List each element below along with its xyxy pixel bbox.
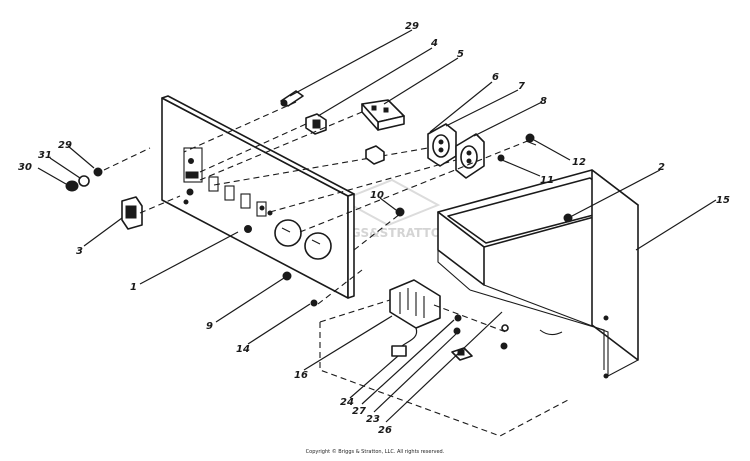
callout-9: 9 — [206, 321, 213, 332]
callout-11: 11 — [540, 175, 554, 186]
callout-14: 14 — [236, 344, 250, 355]
callout-31: 31 — [38, 150, 52, 161]
screw-part-9 — [282, 271, 292, 281]
fuse-holder-part-29 — [280, 90, 304, 107]
callout-29-top: 29 — [405, 21, 419, 32]
hardware-part-11 — [497, 154, 505, 162]
callout-6: 6 — [492, 72, 499, 83]
callout-23: 23 — [366, 414, 380, 425]
receptacle-part-5 — [361, 99, 405, 131]
callout-8: 8 — [540, 96, 547, 107]
callout-29-left: 29 — [58, 140, 72, 151]
callout-30: 30 — [18, 162, 32, 173]
copyright-text: Copyright © Briggs & Stratton, LLC. All … — [305, 449, 445, 455]
callout-labels: 29 4 5 6 7 8 12 11 10 2 15 3 1 9 14 16 2… — [18, 21, 730, 436]
callout-15: 15 — [716, 195, 730, 206]
callout-2: 2 — [658, 162, 665, 173]
nut-washer-group — [65, 167, 103, 192]
hardware-part-12 — [525, 133, 537, 146]
module-part-16 — [389, 279, 441, 357]
bracket-part — [365, 145, 385, 165]
hardware-parts-lower — [451, 314, 509, 361]
callout-27: 27 — [352, 406, 366, 417]
enclosure-box — [437, 169, 639, 379]
callout-1: 1 — [130, 282, 137, 293]
callout-24: 24 — [340, 397, 354, 408]
callout-5: 5 — [457, 49, 464, 60]
receptacle-part-8 — [455, 133, 485, 179]
assembly-lines — [103, 101, 569, 437]
switch-part-3 — [121, 196, 143, 230]
callout-26: 26 — [378, 425, 392, 436]
screw-part-10 — [395, 207, 405, 217]
callout-12: 12 — [572, 157, 586, 168]
callout-10: 10 — [370, 190, 384, 201]
callout-16: 16 — [294, 370, 308, 381]
callout-4: 4 — [430, 38, 438, 49]
screw-part-14 — [310, 299, 318, 307]
callout-7: 7 — [518, 81, 525, 92]
leader-lines — [37, 29, 717, 423]
screw-part-2 — [563, 213, 573, 223]
callout-3: 3 — [76, 246, 83, 257]
